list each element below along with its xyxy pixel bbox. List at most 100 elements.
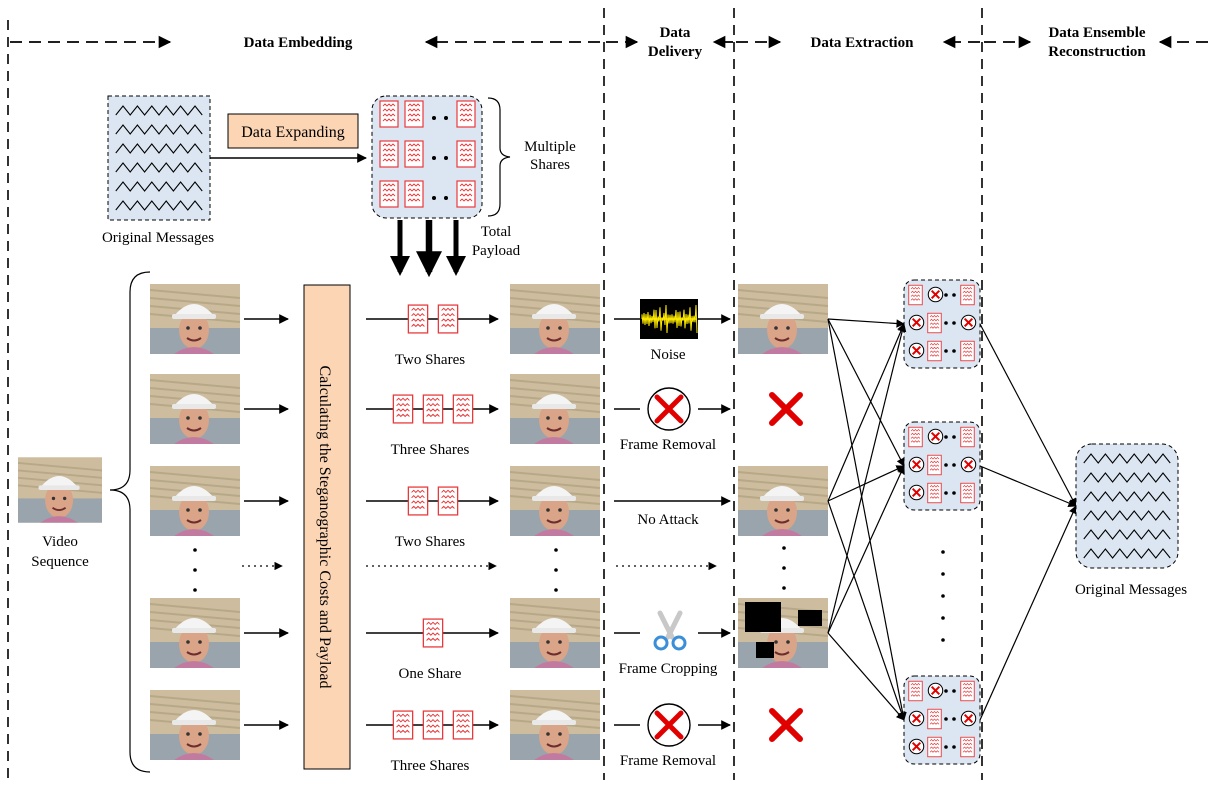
share-icon [423, 619, 442, 647]
share-icon [380, 181, 398, 207]
section-title-delivery-2: Delivery [648, 44, 703, 60]
shares-label: Three Shares [391, 758, 470, 774]
share-icon [961, 341, 975, 361]
attack-label: Frame Cropping [619, 661, 718, 677]
section-title-embedding: Data Embedding [244, 35, 353, 51]
lost-share-icon [928, 287, 942, 301]
multiple-shares-label-2: Shares [530, 157, 570, 173]
lost-share-icon [909, 343, 923, 357]
share-icon [909, 681, 923, 701]
multiple-shares-brace [488, 98, 510, 216]
video-frame-icon [150, 690, 240, 760]
lost-share-icon [909, 711, 923, 725]
section-title-extraction: Data Extraction [811, 35, 915, 51]
share-icon [453, 395, 472, 423]
lost-share-icon [909, 457, 923, 471]
share-icon [928, 455, 942, 475]
shares-label: Two Shares [395, 534, 465, 550]
original-messages-box [108, 96, 210, 220]
share-icon [928, 313, 942, 333]
lost-share-icon [961, 457, 975, 471]
video-frame-icon [510, 598, 600, 668]
pipeline-row: Three Shares Frame Removal [150, 374, 800, 458]
lost-share-icon [961, 315, 975, 329]
output-messages-box [1076, 444, 1178, 568]
share-icon [909, 427, 923, 447]
shares-label: One Share [399, 666, 462, 682]
video-sequence-brace [110, 272, 150, 772]
cost-calculation-box: Calculating the Steganographic Costs and… [304, 285, 350, 769]
noise-waveform-icon [640, 299, 698, 339]
share-icon [457, 101, 475, 127]
share-icon [438, 487, 457, 515]
share-icon [380, 141, 398, 167]
video-frame-icon [150, 374, 240, 444]
extracted-share-pools [828, 280, 1076, 764]
lost-share-icon [909, 485, 923, 499]
lost-frame-icon [772, 395, 800, 423]
share-icon [438, 305, 457, 333]
lost-share-icon [909, 315, 923, 329]
lost-share-icon [961, 711, 975, 725]
video-frame-icon [738, 284, 828, 354]
extracted-pool [904, 280, 980, 368]
attack-label: Frame Removal [620, 437, 716, 453]
frame-removal-icon [648, 388, 690, 430]
scissors-icon [655, 613, 685, 649]
shares-label: Two Shares [395, 352, 465, 368]
pipeline-row: Three Shares Frame Removal [150, 690, 800, 774]
share-icon [408, 305, 427, 333]
pipeline-row: Two Shares Noise [150, 284, 828, 368]
share-icon [393, 711, 412, 739]
video-frame-icon [150, 598, 240, 668]
share-icon [457, 141, 475, 167]
video-sequence-label-1: Video [42, 534, 78, 550]
section-title-delivery-1: Data [660, 25, 691, 41]
multiple-shares-pool [372, 96, 482, 218]
share-icon [408, 487, 427, 515]
video-frame-icon [150, 284, 240, 354]
video-sequence-thumbnail [18, 457, 102, 522]
attack-label: Noise [651, 347, 686, 363]
share-icon [423, 395, 442, 423]
share-icon [405, 141, 423, 167]
total-payload-label-1: Total [481, 224, 512, 240]
share-icon [961, 737, 975, 757]
extraction-connections [828, 319, 1076, 720]
share-icon [405, 181, 423, 207]
share-icon [961, 285, 975, 305]
total-payload-label-2: Payload [472, 243, 521, 259]
share-icon [961, 427, 975, 447]
payload-arrows [400, 220, 456, 272]
share-icon [961, 483, 975, 503]
pipeline-row: One Share Frame Cropping [150, 598, 828, 682]
share-icon [423, 711, 442, 739]
share-icon [909, 285, 923, 305]
video-sequence-label-2: Sequence [31, 554, 89, 570]
share-icon [380, 101, 398, 127]
lost-share-icon [909, 739, 923, 753]
original-messages-label: Original Messages [102, 230, 214, 246]
extracted-pool [904, 676, 980, 764]
share-icon [928, 341, 942, 361]
video-frame-icon [510, 284, 600, 354]
share-icon [928, 483, 942, 503]
data-expanding-label: Data Expanding [241, 124, 345, 141]
output-messages-label: Original Messages [1075, 582, 1187, 598]
share-icon [457, 181, 475, 207]
shares-label: Three Shares [391, 442, 470, 458]
video-frame-icon [510, 374, 600, 444]
share-icon [453, 711, 472, 739]
video-frame-icon [150, 466, 240, 536]
video-frame-icon [510, 466, 600, 536]
share-icon [928, 737, 942, 757]
section-title-reconstruction-2: Reconstruction [1048, 44, 1146, 60]
section-title-reconstruction-1: Data Ensemble [1048, 25, 1145, 41]
data-expanding-box: Data Expanding [228, 114, 358, 148]
video-frame-icon [510, 690, 600, 760]
lost-frame-icon [772, 711, 800, 739]
share-icon [405, 101, 423, 127]
attack-label: Frame Removal [620, 753, 716, 769]
